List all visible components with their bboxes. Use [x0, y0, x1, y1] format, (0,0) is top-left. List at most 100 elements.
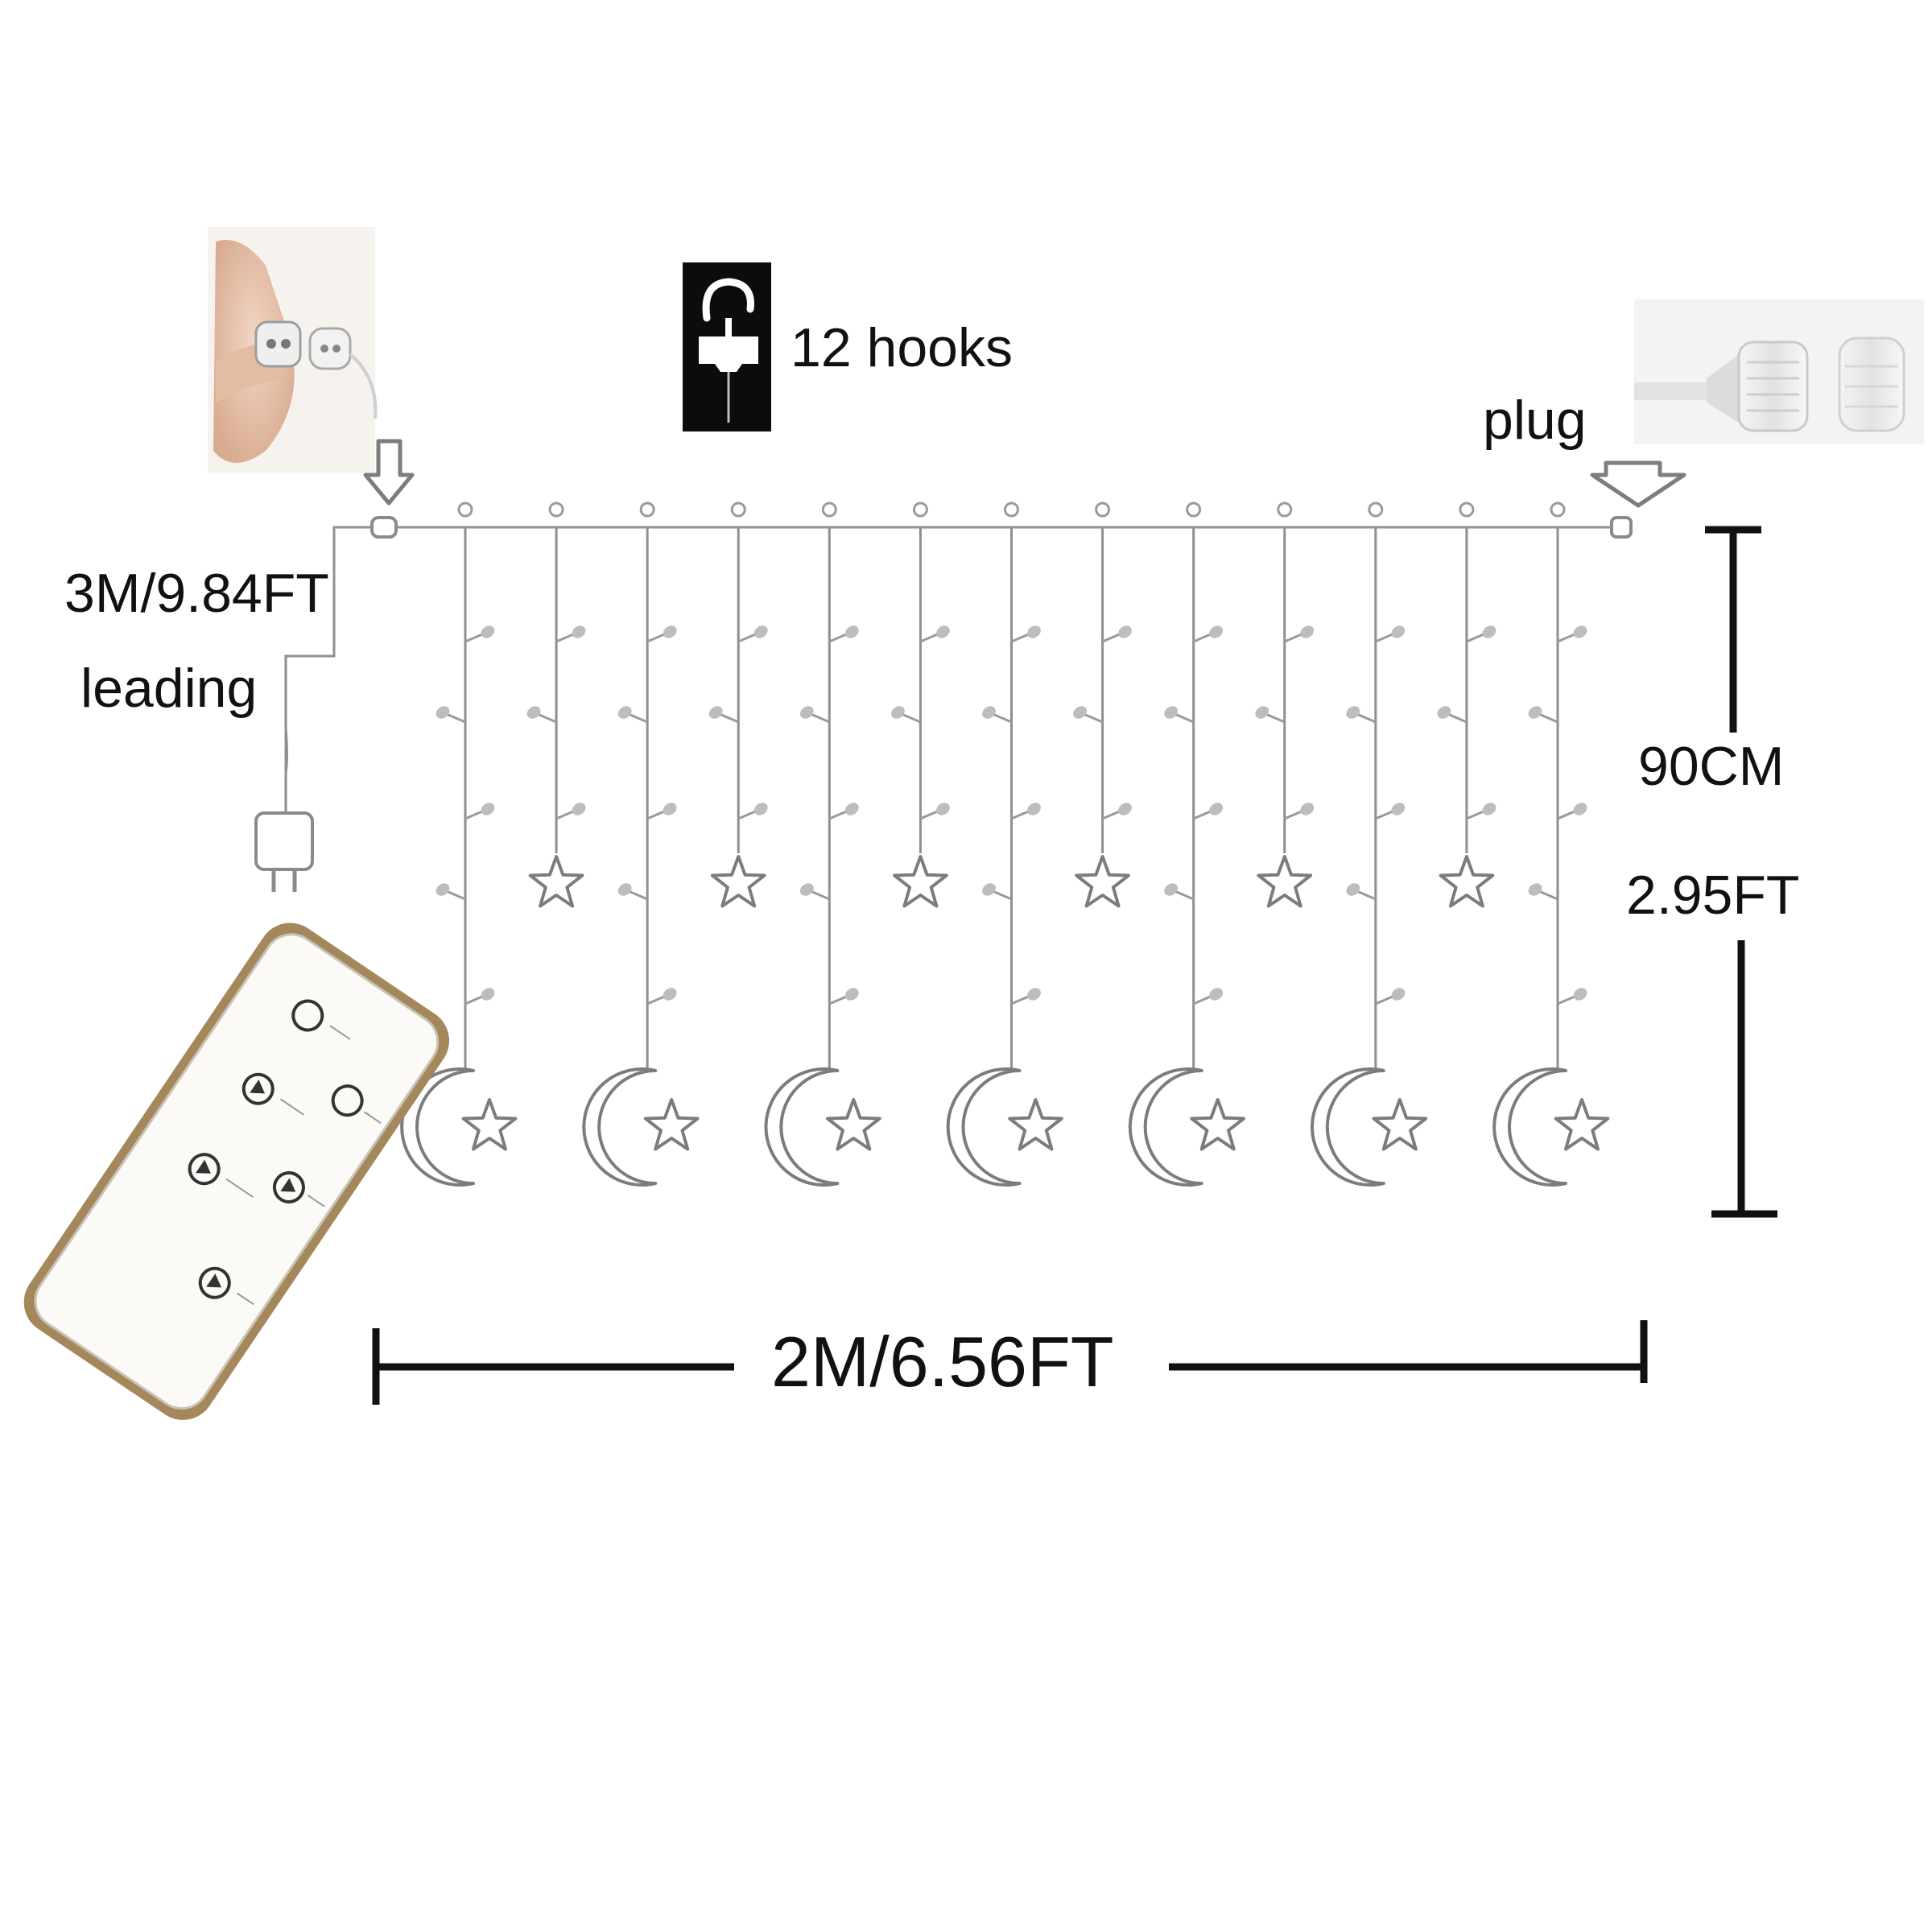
star-icon	[643, 1098, 700, 1151]
star-icon	[1372, 1098, 1428, 1151]
led-bulb	[891, 706, 905, 719]
led-bulb	[436, 883, 450, 896]
led-bulb	[663, 803, 677, 815]
star-icon	[1257, 855, 1313, 908]
led-bulb	[572, 803, 586, 815]
led-bulb	[617, 706, 632, 719]
power-plug-icon	[254, 729, 314, 892]
led-bulb	[1528, 883, 1542, 896]
hook-loop	[457, 502, 473, 518]
strands	[400, 502, 1610, 1187]
led-bulb	[1118, 803, 1132, 815]
plug-label: plug	[1483, 390, 1587, 451]
led-bulb	[617, 883, 632, 896]
led-bulb	[982, 706, 996, 719]
hook-loop	[912, 502, 928, 518]
led-bulb	[1391, 625, 1406, 638]
led-bulb	[1164, 883, 1179, 896]
led-bulb	[481, 625, 495, 638]
connector-photo-icon	[208, 227, 378, 473]
led-bulb	[1164, 706, 1179, 719]
led-bulb	[436, 706, 450, 719]
led-bulb	[1027, 803, 1041, 815]
led-bulb	[481, 803, 495, 815]
led-bulb	[1073, 706, 1087, 719]
led-bulb	[1437, 706, 1451, 719]
star-icon	[893, 855, 948, 908]
moon-icon	[764, 1067, 840, 1187]
width-label: 2M/6.56FT	[771, 1322, 1113, 1402]
led-bulb	[799, 883, 814, 896]
led-bulb	[663, 625, 677, 638]
light-curtain	[284, 502, 1633, 1187]
led-bulb	[1573, 988, 1587, 1001]
hook-loop	[1368, 502, 1384, 518]
hook-loop	[548, 502, 564, 518]
led-bulb	[1027, 625, 1041, 638]
led-bulb	[1482, 625, 1496, 638]
led-bulb	[982, 883, 996, 896]
led-bulb	[844, 625, 859, 638]
led-bulb	[936, 625, 950, 638]
hook-loop	[1186, 502, 1202, 518]
hook-icon	[683, 262, 771, 431]
led-bulb	[1482, 803, 1496, 815]
led-bulb	[1209, 988, 1224, 1001]
led-bulb	[1528, 706, 1542, 719]
connector-left	[370, 516, 398, 539]
led-bulb	[526, 706, 541, 719]
hook-loop	[1095, 502, 1111, 518]
remote-control-icon	[23, 923, 450, 1420]
connector-right	[1610, 516, 1633, 539]
star-icon	[710, 855, 766, 908]
led-bulb	[753, 625, 768, 638]
led-bulb	[1027, 988, 1041, 1001]
led-bulb	[1573, 625, 1587, 638]
led-bulb	[481, 988, 495, 1001]
led-bulb	[1391, 803, 1406, 815]
led-bulb	[663, 988, 677, 1001]
led-bulb	[799, 706, 814, 719]
height-ft-label: 2.95FT	[1626, 865, 1799, 926]
led-bulb	[1209, 803, 1224, 815]
led-bulb	[1391, 988, 1406, 1001]
down-arrow-icon	[363, 439, 415, 506]
moon-icon	[946, 1067, 1022, 1187]
hook-loop	[730, 502, 746, 518]
led-bulb	[844, 803, 859, 815]
star-icon	[826, 1098, 881, 1151]
hook-loop	[639, 502, 655, 518]
led-bulb	[1209, 625, 1224, 638]
led-bulb	[844, 988, 859, 1001]
led-bulb	[1255, 706, 1269, 719]
led-bulb	[572, 625, 586, 638]
led-bulb	[1346, 883, 1360, 896]
led-bulb	[1300, 625, 1315, 638]
star-icon	[1439, 855, 1495, 908]
end-cap-plug-icon	[1634, 299, 1924, 444]
star-icon	[1008, 1098, 1063, 1151]
hooks-label: 12 hooks	[791, 317, 1013, 378]
star-icon	[528, 855, 584, 908]
hook-loop	[1550, 502, 1566, 518]
down-arrow-icon	[1590, 460, 1686, 508]
led-bulb	[936, 803, 950, 815]
star-icon	[1190, 1098, 1245, 1151]
led-bulb	[708, 706, 723, 719]
hook-loop	[821, 502, 837, 518]
star-icon	[1075, 855, 1130, 908]
moon-icon	[582, 1067, 658, 1187]
moon-icon	[1128, 1067, 1203, 1187]
led-bulb	[1573, 803, 1587, 815]
height-cm-label: 90CM	[1638, 736, 1784, 797]
hook-loop	[1277, 502, 1293, 518]
star-icon	[461, 1098, 518, 1151]
moon-icon	[1311, 1067, 1385, 1187]
height-dimension	[1705, 526, 1777, 1218]
width-dimension	[372, 1320, 1648, 1405]
hook-loop	[1004, 502, 1019, 518]
led-bulb	[1300, 803, 1315, 815]
leading-length-label: 3M/9.84FT	[64, 563, 329, 624]
moon-icon	[1492, 1067, 1567, 1187]
